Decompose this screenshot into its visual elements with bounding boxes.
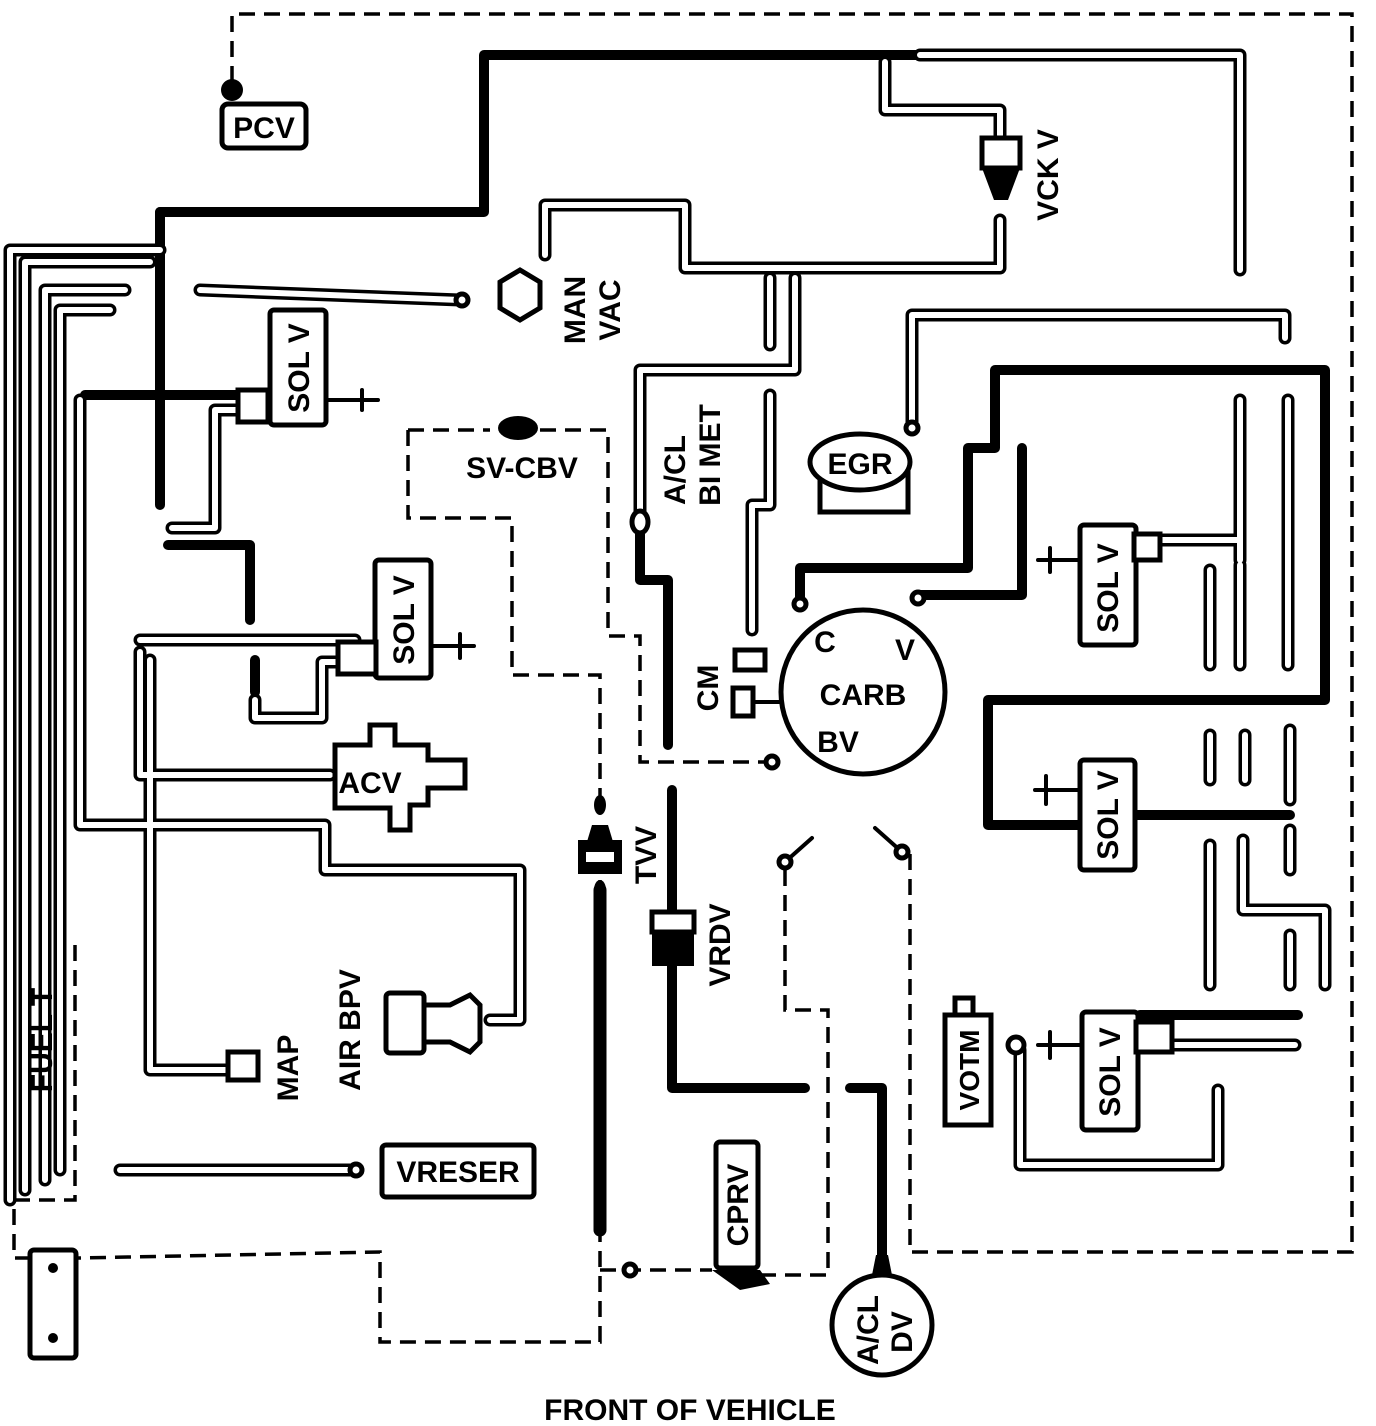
- pcv-valve: PCV: [219, 79, 309, 151]
- carb-c-label: C: [814, 626, 836, 659]
- fuel-tank: FUEL T: [26, 988, 79, 1361]
- thick-hoses: [80, 50, 1330, 1260]
- carb-v-label: V: [895, 634, 915, 667]
- solenoid-valve-3: SOL V: [1036, 522, 1163, 648]
- manifold-vacuum-fitting: MAN VAC: [453, 267, 627, 344]
- air-control-valve: ACV: [332, 722, 468, 833]
- solenoid-valve-4: SOL V: [1033, 757, 1138, 873]
- vacuum-delay-valve: VRDV: [649, 903, 737, 987]
- air-bpv-label: AIR BPV: [334, 969, 367, 1091]
- acl-dv-label-2: DV: [886, 1311, 919, 1353]
- egr-label: EGR: [827, 448, 892, 481]
- acl-bimetal-sensor: A/CL BI MET: [629, 404, 727, 536]
- air-bypass-valve: AIR BPV: [334, 969, 483, 1091]
- sv-cbv: SV-CBV: [466, 416, 578, 485]
- vacuum-check-valve: VCK V: [979, 129, 1065, 221]
- sol-v-5-label: SOL V: [1094, 1027, 1127, 1116]
- map-label: MAP: [272, 1035, 305, 1102]
- front-of-vehicle-label: FRONT OF VEHICLE: [544, 1394, 836, 1426]
- sv-cbv-label: SV-CBV: [466, 452, 578, 485]
- sol-v-1-label: SOL V: [283, 323, 316, 412]
- solenoid-valve-2: SOL V: [335, 557, 476, 681]
- solenoid-valve-5: SOL V: [1036, 1009, 1175, 1133]
- sol-v-2-label: SOL V: [388, 575, 421, 664]
- cprv-valve: CPRV: [621, 1139, 770, 1290]
- carb-label: CARB: [820, 679, 907, 712]
- map-sensor: MAP: [225, 1035, 305, 1102]
- votm-valve: VOTM: [942, 995, 1027, 1128]
- acl-dv-label-1: A/CL: [852, 1295, 885, 1365]
- acl-bimet-label-1: A/CL: [659, 435, 692, 505]
- man-vac-label-2: VAC: [594, 279, 627, 340]
- carburetor: C V CARB BV: [763, 589, 948, 777]
- double-hoses: [3, 48, 1332, 1237]
- choke-modulator: CM: [692, 647, 784, 719]
- acl-delay-valve: A/CL DV: [829, 1255, 935, 1378]
- cm-label: CM: [692, 665, 725, 712]
- cprv-label: CPRV: [722, 1164, 755, 1247]
- man-vac-label-1: MAN: [559, 276, 592, 344]
- votm-label: VOTM: [954, 1030, 985, 1111]
- solenoid-valve-1: SOL V: [235, 307, 380, 428]
- tvv-label: TVV: [630, 826, 663, 884]
- acv-label: ACV: [338, 767, 401, 800]
- vckv-label: VCK V: [1032, 129, 1065, 221]
- vacuum-reservoir: VRESER: [347, 1142, 537, 1200]
- throttle-switches: [776, 826, 911, 871]
- sol-v-4-label: SOL V: [1092, 770, 1125, 859]
- vreser-label: VRESER: [396, 1156, 520, 1189]
- vrdv-label: VRDV: [704, 903, 737, 986]
- acl-bimet-label-2: BI MET: [694, 404, 727, 506]
- carb-bv-label: BV: [817, 726, 859, 759]
- egr-valve: EGR: [807, 419, 921, 515]
- thermal-vacuum-valve: TVV: [578, 795, 663, 900]
- sol-v-3-label: SOL V: [1092, 543, 1125, 632]
- fuel-t-label: FUEL T: [26, 988, 59, 1092]
- pcv-label: PCV: [233, 112, 295, 145]
